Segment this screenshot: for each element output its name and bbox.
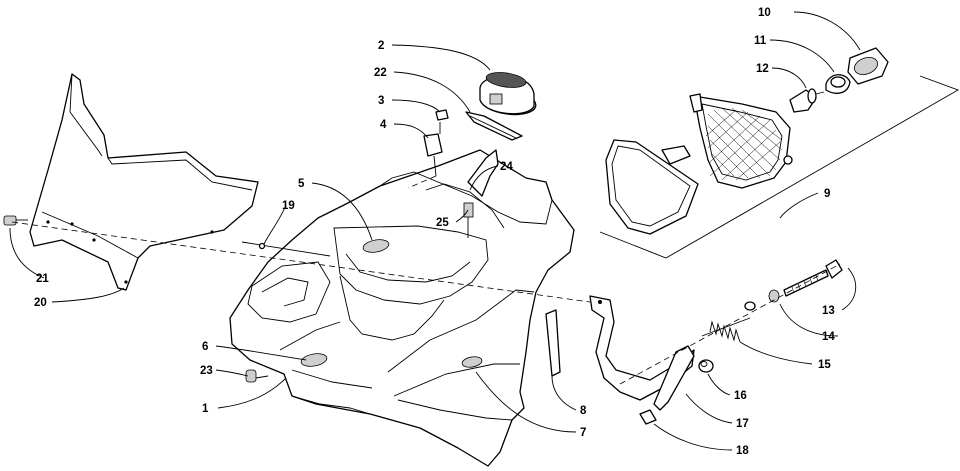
callout-17: 17	[736, 418, 749, 430]
spring	[701, 317, 751, 343]
callout-23: 23	[200, 365, 213, 377]
callout-8: 8	[580, 405, 587, 417]
callout-20: 20	[34, 297, 47, 309]
grommet	[698, 359, 714, 373]
rivet	[245, 369, 269, 383]
gauge	[465, 72, 537, 141]
callout-25: 25	[436, 217, 449, 229]
callout-4: 4	[380, 119, 387, 131]
callout-21: 21	[36, 273, 49, 285]
callout-10: 10	[758, 7, 771, 19]
callout-22: 22	[374, 67, 387, 79]
headlight-assembly	[689, 47, 889, 189]
callout-1: 1	[202, 403, 209, 415]
callout-3: 3	[378, 95, 384, 107]
windshield	[29, 73, 259, 291]
assembly-centerlines	[11, 175, 841, 385]
callout-2: 2	[378, 40, 384, 52]
callout-18: 18	[736, 445, 749, 457]
clip	[639, 409, 657, 425]
headlight-lens	[605, 139, 699, 235]
cable	[241, 241, 331, 257]
callout-7: 7	[580, 427, 586, 439]
leader-lines	[9, 11, 861, 451]
washer	[744, 289, 780, 311]
callout-13: 13	[822, 305, 835, 317]
callout-24: 24	[500, 161, 513, 173]
callout-14: 14	[822, 331, 835, 343]
mount-strap	[653, 345, 695, 411]
callout-15: 15	[818, 359, 831, 371]
hood	[229, 149, 575, 467]
callout-9: 9	[824, 188, 830, 200]
headlight-group-bracket	[599, 75, 960, 259]
callout-5: 5	[298, 178, 305, 190]
callout-labels: 1 2 3 4 5 6 7 8 9 10 11 12 13 14 15 16 1…	[34, 7, 835, 457]
bolt	[783, 259, 843, 297]
callout-19: 19	[282, 200, 295, 212]
callout-12: 12	[756, 63, 769, 75]
callout-16: 16	[734, 390, 747, 402]
callout-11: 11	[754, 35, 767, 47]
windshield-screw	[3, 215, 28, 226]
switch	[423, 109, 449, 177]
decal-strip	[545, 309, 561, 377]
callout-6: 6	[202, 341, 208, 353]
